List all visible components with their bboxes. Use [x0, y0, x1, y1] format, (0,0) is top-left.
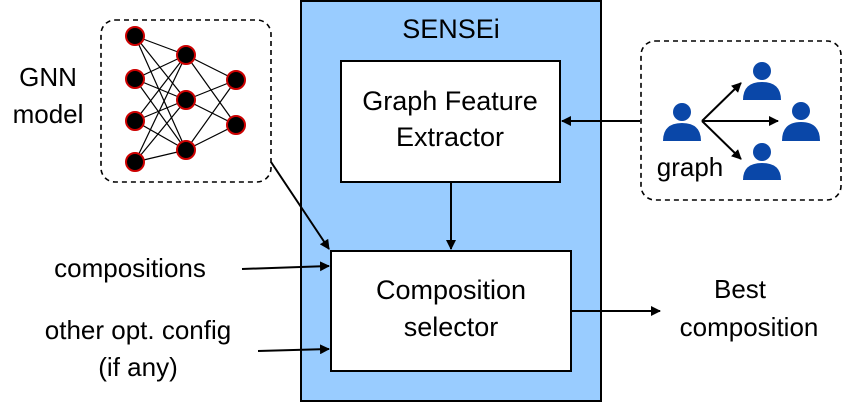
nn-edge: [134, 54, 187, 122]
compositions-arrow: [241, 261, 330, 272]
nn-node: [226, 115, 246, 135]
user-icon: [663, 103, 701, 141]
graph-feature-extractor-label-line1: Graph Feature: [362, 86, 538, 116]
nn-edge: [134, 54, 187, 163]
nn-node: [226, 70, 246, 90]
user-icon: [743, 62, 781, 100]
nn-node: [125, 26, 145, 46]
user-icon: [782, 102, 820, 141]
nn-edge: [134, 78, 187, 151]
graph-label: graph: [657, 152, 724, 182]
compositions-label: compositions: [54, 253, 206, 283]
nn-edge: [134, 99, 187, 163]
other-config-label-line1: other opt. config: [45, 315, 231, 345]
gnn-model-label-line1: GNN: [19, 62, 77, 92]
nn-node: [176, 140, 196, 160]
other-config-label-line2: (if any): [98, 352, 177, 382]
nn-node: [176, 45, 196, 65]
composition-selector-box: [330, 250, 572, 372]
composition-selector-label-line2: selector: [404, 312, 499, 342]
graph-feature-extractor-label-line2: Extractor: [396, 122, 504, 152]
gnn-network-nodes: [125, 26, 246, 172]
nn-edge: [134, 35, 187, 101]
graph-edge-arrow: [701, 82, 742, 122]
graph-edge-arrow: [701, 120, 742, 160]
composition-selector-label-line1: Composition: [376, 275, 526, 305]
user-icon: [743, 143, 781, 180]
nn-edge: [185, 79, 237, 151]
output-label-line1: Best: [714, 274, 767, 304]
output-label-line2: composition: [680, 312, 819, 342]
nn-node: [176, 90, 196, 110]
gnn-model-label-line2: model: [13, 99, 84, 129]
nn-node: [125, 152, 145, 172]
other-config-arrow: [257, 344, 330, 355]
sensei-title: SENSEi: [402, 14, 500, 44]
nn-node: [125, 111, 145, 131]
gnn-to-selector-arrow: [270, 161, 330, 250]
graph-feature-extractor-box: [340, 60, 561, 183]
nn-edge: [134, 35, 187, 151]
nn-node: [125, 69, 145, 89]
